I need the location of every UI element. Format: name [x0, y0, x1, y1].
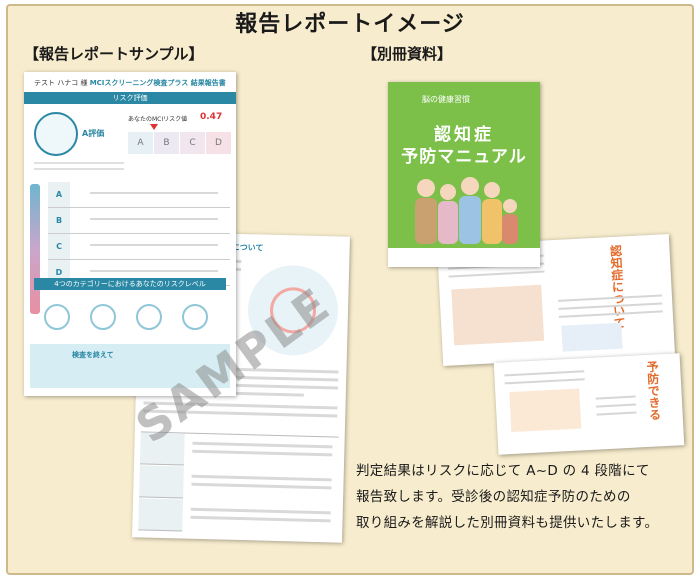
- footer-band: [30, 344, 230, 388]
- score-label: あなたのMCIリスク値: [128, 116, 188, 123]
- brain-head-icon: [34, 112, 78, 156]
- score-marker-icon: [150, 124, 158, 130]
- chart-image: [451, 284, 545, 346]
- booklet-title-line1: 認知症: [434, 125, 494, 145]
- diagram-image: [509, 388, 582, 433]
- description-line: 判定結果はリスクに応じて A~D の 4 段階にて: [356, 463, 650, 479]
- risk-section-band: [24, 92, 236, 104]
- description-text: 判定結果はリスクに応じて A~D の 4 段階にて 報告致します。受診後の認知症…: [356, 458, 694, 536]
- risk-gradient-arrow: [30, 184, 40, 314]
- booklet-subtitle: 脳の健康習慣: [422, 95, 470, 104]
- category-table: [138, 431, 339, 537]
- family-illustration-icon: [415, 177, 518, 244]
- grade-b: B: [154, 132, 179, 154]
- description-line: 取り組みを解説した別冊資料も提供いたします。: [356, 515, 659, 531]
- grade-c: C: [180, 132, 205, 154]
- score-value: 0.47: [200, 112, 223, 122]
- booklet-cover: 脳の健康習慣 認知症 予防マニュアル: [388, 82, 540, 267]
- face-icon: [44, 304, 70, 330]
- grade-a: A: [128, 132, 153, 154]
- report-sample-label: 【報告レポートサンプル】: [24, 45, 204, 63]
- report-header: テスト ハナコ 様 MCIスクリーニング検査プラス 結果報告書: [34, 79, 226, 87]
- risk-grade: A評価: [82, 129, 105, 138]
- booklet-title-line2: 予防マニュアル: [401, 147, 527, 167]
- report-page-front: テスト ハナコ 様 MCIスクリーニング検査プラス 結果報告書 リスク評価 A評…: [24, 72, 236, 396]
- footer-title: 検査を終えて: [72, 351, 114, 359]
- category-band: [34, 278, 226, 290]
- category-title: 4つのカテゴリーにおけるあなたのリスクレベル: [54, 280, 206, 288]
- face-icon: [136, 304, 162, 330]
- appendix-label: 【別冊資料】: [362, 45, 453, 63]
- grade-scale: A B C D: [128, 132, 231, 154]
- booklet-spread-2: 予防できる: [493, 353, 685, 455]
- page-title: 報告レポートイメージ: [235, 12, 465, 37]
- bar-chart-image: [561, 322, 623, 352]
- description-line: 報告致します。受診後の認知症予防のための: [356, 489, 631, 505]
- grade-d: D: [206, 132, 231, 154]
- spread1-title: 認知症について: [608, 244, 627, 330]
- face-icon: [90, 304, 116, 330]
- booklet-bottom-strip: [388, 248, 540, 267]
- risk-section-title: リスク評価: [112, 94, 148, 102]
- spread2-title: 予防できる: [644, 360, 662, 421]
- face-icon: [182, 304, 208, 330]
